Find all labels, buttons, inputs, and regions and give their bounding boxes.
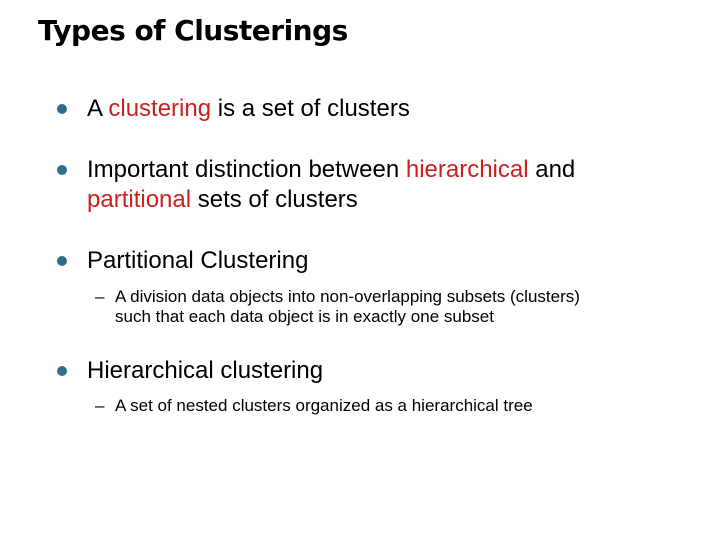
bullet-text-line-2: partitional sets of clusters [87, 185, 677, 215]
sub-bullet-hierarchical-definition: – A set of nested clusters organized as … [95, 396, 685, 416]
bullet-dot-icon [57, 256, 67, 266]
text-run: A [87, 95, 109, 122]
dash-marker: – [95, 396, 105, 415]
bullet-text-line-1: Important distinction between hierarchic… [87, 155, 677, 185]
text-run: is a set of clusters [211, 95, 410, 122]
sub-bullet-text-line-2: such that each data object is in exactly… [115, 307, 494, 326]
bullet-dot-icon [57, 165, 67, 175]
sub-bullet-partitional-definition: – A division data objects into non-overl… [95, 287, 685, 327]
bullet-hierarchical-clustering: Hierarchical clustering [57, 356, 677, 386]
bullet-partitional-clustering: Partitional Clustering [57, 246, 677, 276]
bullet-dot-icon [57, 104, 67, 114]
sub-bullet-text-line-1: A division data objects into non-overlap… [115, 287, 580, 306]
bullet-text: Hierarchical clustering [87, 357, 324, 384]
bullet-clustering-definition: A clustering is a set of clusters [57, 94, 677, 124]
text-run: Important distinction between [87, 156, 406, 183]
sub-bullet-text-line-1: A set of nested clusters organized as a … [115, 396, 533, 415]
bullet-dot-icon [57, 366, 67, 376]
bullet-text: Partitional Clustering [87, 247, 309, 274]
bullet-hierarchical-vs-partitional: Important distinction between hierarchic… [57, 155, 677, 215]
text-run: and [528, 156, 576, 183]
highlight-term-hierarchical: hierarchical [405, 156, 529, 183]
dash-marker: – [95, 287, 105, 306]
highlight-term-partitional: partitional [87, 186, 192, 213]
slide-title: Types of Clusterings [38, 14, 348, 47]
bullet-text: A clustering is a set of clusters [87, 94, 677, 124]
text-run: sets of clusters [191, 186, 358, 213]
highlight-term-clustering: clustering [108, 95, 212, 122]
